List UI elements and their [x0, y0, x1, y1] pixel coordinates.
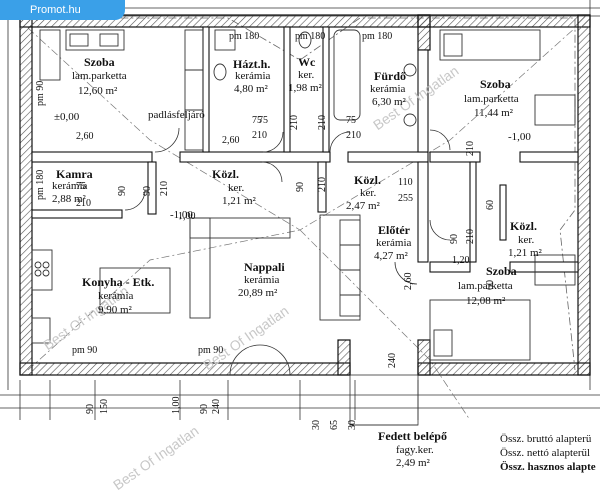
room-material: ker. [360, 187, 377, 199]
entrance-porch [349, 374, 419, 426]
room-name: Szoba [84, 55, 115, 69]
room-name: Konyha - Etk. [82, 275, 155, 289]
dimension-label: 65 [329, 420, 340, 430]
room-area: 2,49 m² [396, 457, 430, 469]
room-material: fagy.ker. [396, 444, 434, 456]
dimension-label: 2,60 [76, 131, 94, 142]
dimension-label: 210 [465, 141, 476, 156]
room-name: Fürdő [374, 69, 407, 83]
room-material: ker. [228, 182, 245, 194]
dimension-label: pm 90 [35, 80, 46, 106]
room-material: kerámia [376, 237, 412, 249]
dimension-label: 1,20 [452, 255, 470, 266]
room-material: kerámia [370, 83, 406, 95]
summary-net: Össz. nettó alapterül [500, 447, 591, 459]
room-name: Kamra [56, 167, 93, 181]
dimension-label: 90 [117, 186, 128, 196]
room-material: lam.parketta [464, 93, 519, 105]
dimension-label: 210 [289, 115, 300, 130]
dimension-label: 210 [76, 198, 91, 209]
room-material: ker. [518, 234, 535, 246]
room-name: Közl. [510, 219, 537, 233]
room-material: kerámia [52, 180, 88, 192]
dimension-label: 2,60 [222, 135, 240, 146]
room-area: 4,80 m² [234, 83, 268, 95]
room-area: 2,47 m² [346, 200, 380, 212]
dimension-label: pm 180 [35, 169, 46, 200]
dimension-label: 210 [465, 229, 476, 244]
dimension-label: 30 [347, 420, 358, 430]
interior-walls [31, 26, 579, 273]
dimension-label: 210 [346, 130, 361, 141]
dimension-label: 30 [311, 420, 322, 430]
level-mark: -1,00 [508, 131, 531, 143]
dimension-label: pm 180 [229, 31, 260, 42]
room-name: Nappali [244, 260, 285, 274]
room-name: Közl. [212, 167, 239, 181]
dimension-label: 1,00 [178, 211, 196, 222]
dimension-label: pm 180 [295, 31, 326, 42]
dimension-label: 240 [387, 353, 398, 368]
dimension-label: 90 [295, 182, 306, 192]
room-material: kerámia [244, 274, 280, 286]
room-area: 12,08 m² [466, 295, 506, 307]
room-name: Szoba [486, 264, 517, 278]
room-area: 20,89 m² [238, 287, 278, 299]
floor-plan-drawing [0, 0, 600, 426]
summary-usable: Össz. hasznos alapte [500, 461, 596, 473]
dimension-label: 2,60 [403, 272, 414, 291]
room-area: 11,44 m² [474, 107, 513, 119]
dimension-label: 90 [449, 234, 460, 244]
dimension-label: 210 [252, 130, 267, 141]
dimension-label: 210 [159, 181, 170, 196]
dimension-label: 255 [398, 193, 413, 204]
dimension-label: pm 90 [198, 345, 224, 356]
room-material: lam.parketta [72, 70, 127, 82]
room-area: 1,21 m² [508, 247, 542, 259]
level-mark: -1,00 [170, 209, 193, 221]
room-name: Fedett belépő [378, 429, 447, 443]
door-swings [124, 127, 451, 376]
exterior-walls [19, 14, 591, 376]
dimension-label: 150 [99, 399, 110, 414]
room-area: 6,30 m² [372, 96, 406, 108]
room-area: 1,98 m² [288, 82, 322, 94]
room-area: 12,60 m² [78, 85, 118, 97]
dimension-label: 90 [85, 404, 96, 414]
room-area: 4,27 m² [374, 250, 408, 262]
dimension-label: 110 [398, 177, 413, 188]
level-mark: ±0,00 [54, 111, 80, 123]
room-name: Házt.h. [233, 57, 271, 71]
dimension-label: 240 [211, 399, 222, 414]
room-name: Szoba [480, 77, 511, 91]
room-area: 9,90 m² [98, 304, 132, 316]
dimension-label: pm 90 [72, 345, 98, 356]
dimension-label: 90 [142, 186, 153, 196]
room-material: kerámia [235, 70, 271, 82]
dimension-label: 75 [76, 181, 86, 192]
room-name: Közl. [354, 173, 381, 187]
dimension-label: 210 [317, 115, 328, 130]
dimension-label: 60 [485, 200, 496, 210]
room-name: Wc [298, 55, 316, 69]
room-name: Előtér [378, 223, 410, 237]
dimension-label: 90 [199, 404, 210, 414]
dimension-label: 75 [252, 115, 262, 126]
site-badge[interactable]: Promot.hu [0, 0, 125, 20]
room-material: kerámia [98, 290, 134, 302]
room-material: lam.parketta [458, 280, 513, 292]
dimension-label: 75 [258, 115, 268, 126]
attic-hatch-label: padlásfeljáró [148, 109, 205, 121]
summary-gross: Össz. bruttó alapterü [500, 433, 592, 445]
dimension-label: 1,00 [171, 396, 182, 415]
room-material: ker. [298, 69, 315, 81]
dimension-label: pm 180 [362, 31, 393, 42]
dimension-label: 75 [346, 115, 356, 126]
room-area: 1,21 m² [222, 195, 256, 207]
dimension-label: 60 [485, 280, 496, 290]
furniture [31, 29, 576, 361]
room-area: 2,88 m² [52, 193, 86, 205]
dimension-label: 210 [317, 177, 328, 192]
